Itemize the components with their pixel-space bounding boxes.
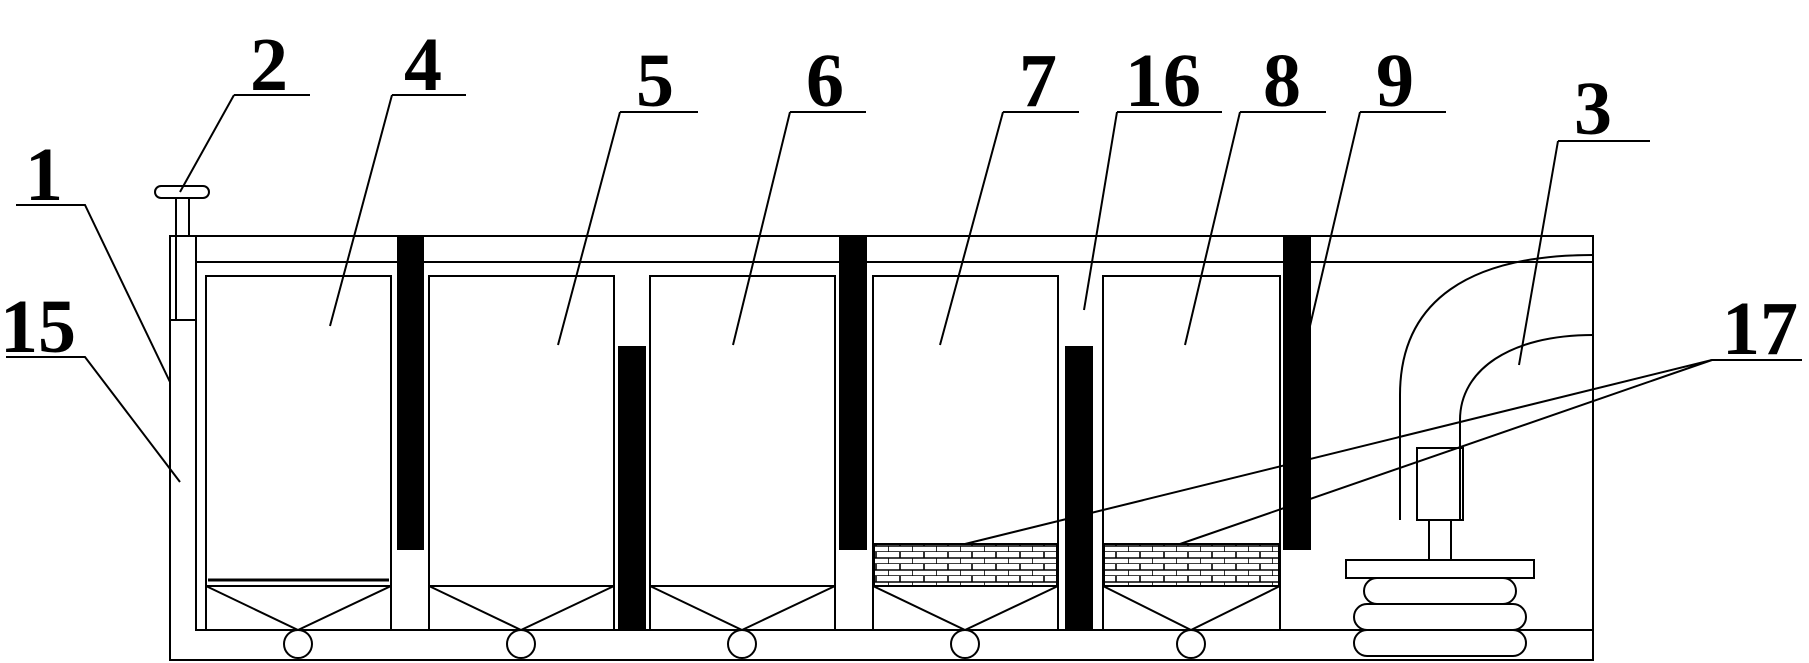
filter-layer-8 [1103, 543, 1280, 587]
leader-3 [1518, 140, 1650, 366]
valve-6 [727, 629, 757, 659]
leader-9 [1305, 111, 1446, 344]
leader-6 [732, 111, 866, 346]
leader-15 [6, 356, 181, 483]
bottom-channel [195, 262, 1593, 631]
pump-assembly [1345, 254, 1594, 657]
suction-pipe-outer [1399, 254, 1594, 520]
leader-17 [964, 359, 1802, 545]
chamber-6 [649, 275, 836, 632]
leader-16 [1083, 111, 1222, 311]
valve-7 [950, 629, 980, 659]
leader-8 [1184, 111, 1326, 346]
chamber-5 [428, 275, 615, 632]
label-5: 5 [636, 39, 674, 123]
label-9: 9 [1376, 39, 1414, 123]
label-6: 6 [806, 39, 844, 123]
label-1: 1 [25, 133, 63, 217]
label-3: 3 [1574, 67, 1612, 151]
label-15: 15 [0, 285, 76, 369]
baffle-1 [397, 236, 424, 550]
leader-7 [939, 111, 1079, 346]
pump-cushion-1 [1363, 577, 1517, 605]
leader-5 [557, 111, 698, 346]
pump-base-plate [1345, 559, 1535, 579]
label-7: 7 [1019, 39, 1057, 123]
valve-5 [506, 629, 536, 659]
outer-tank [169, 235, 1594, 661]
leader-lines [6, 94, 1802, 545]
leader-1 [16, 204, 171, 383]
leader-2 [179, 94, 310, 193]
leader-4 [329, 94, 466, 327]
baffle-2 [618, 346, 646, 630]
valve-4 [283, 629, 313, 659]
pump-shaft [1428, 519, 1452, 561]
label-4: 4 [404, 23, 442, 107]
label-16: 16 [1125, 39, 1201, 123]
baffle-3 [839, 236, 867, 550]
label-2: 2 [250, 23, 288, 107]
baffles [397, 236, 1311, 630]
label-8: 8 [1263, 39, 1301, 123]
pump-cushion-2 [1353, 603, 1527, 631]
pump-cushion-3 [1353, 629, 1527, 657]
filter-layer-7 [873, 543, 1058, 587]
valve-8 [1176, 629, 1206, 659]
label-17: 17 [1722, 287, 1798, 371]
outlet-valves [283, 629, 1206, 659]
baffle-4 [1065, 346, 1093, 630]
baffle-5 [1283, 236, 1311, 550]
suction-pipe-inner [1459, 334, 1594, 520]
chamber-4 [205, 275, 392, 632]
inlet-pipe [154, 185, 210, 320]
